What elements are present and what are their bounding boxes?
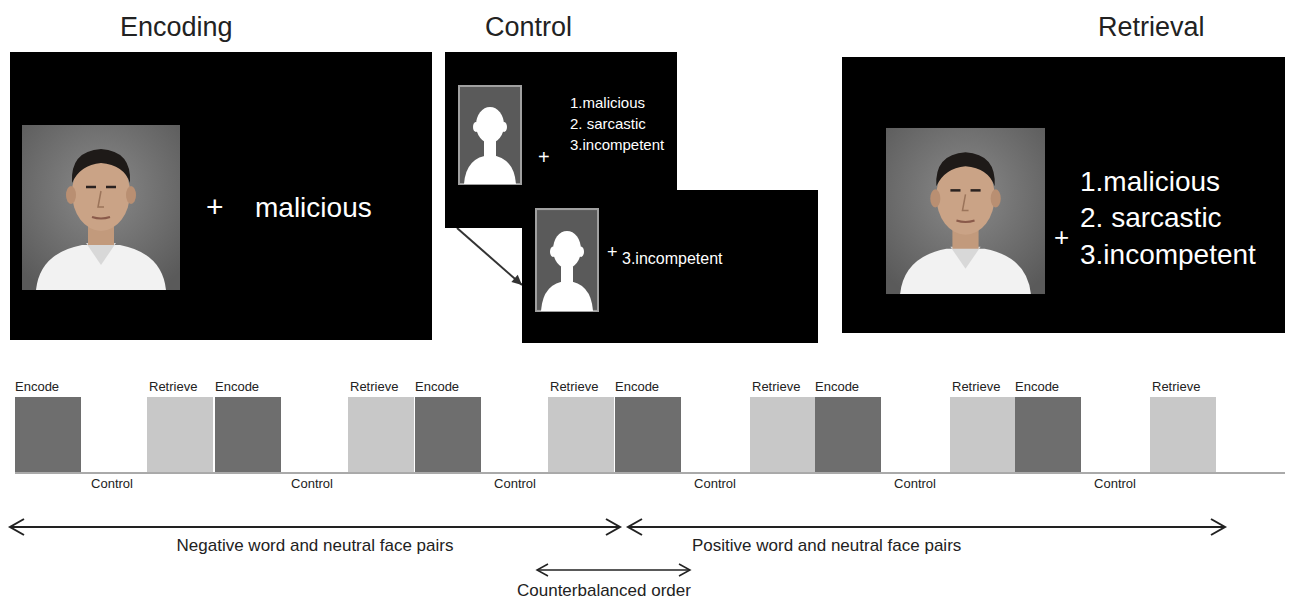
- fixation-cross: +: [607, 242, 618, 263]
- panel-heading: Retrieve: [350, 380, 398, 395]
- face-silhouette: [458, 85, 522, 185]
- face-silhouette: [535, 208, 599, 312]
- fixation-cross: +: [206, 190, 224, 225]
- panel-heading: Retrieve: [550, 380, 598, 395]
- word-text: 1.malicious: [570, 94, 645, 111]
- range-label: Positive word and neutral face pairs: [692, 536, 961, 556]
- panel-heading: Encode: [1015, 380, 1059, 395]
- panel-heading: Encode: [415, 380, 459, 395]
- word-text: 3.incompetent: [570, 136, 664, 153]
- retrieve-block: Retrieve: [548, 397, 614, 472]
- retrieve-block: Retrieve: [147, 397, 213, 472]
- range-arrow: [537, 564, 690, 576]
- panel-heading: Retrieval: [1098, 12, 1205, 43]
- face-photo: [886, 127, 1045, 295]
- word-text: 2. sarcastic: [1080, 202, 1222, 234]
- range-arrow: [628, 519, 1225, 535]
- phase-label: Control: [291, 477, 333, 492]
- panel-heading: Encode: [815, 380, 859, 395]
- retrieve-block: Retrieve: [750, 397, 816, 472]
- phase-label: Control: [694, 477, 736, 492]
- encode-block: Encode: [1015, 397, 1081, 472]
- encode-block: Encode: [415, 397, 481, 472]
- panel-heading: Retrieve: [149, 380, 197, 395]
- encode-block: Encode: [215, 397, 281, 472]
- encode-block: Encode: [815, 397, 881, 472]
- encode-block: Encode: [15, 397, 81, 472]
- panel-heading: Retrieve: [952, 380, 1000, 395]
- range-arrow: [10, 519, 620, 535]
- fixation-cross: +: [538, 146, 550, 169]
- range-label: Counterbalanced order: [517, 581, 691, 601]
- phase-label: Control: [91, 477, 133, 492]
- panel-heading: Retrieve: [1152, 380, 1200, 395]
- word-text: 3.incompetent: [622, 250, 723, 268]
- panel-heading: Encoding: [120, 12, 233, 43]
- phase-label: Control: [1094, 477, 1136, 492]
- phase-label: Control: [494, 477, 536, 492]
- panel-heading: Encode: [615, 380, 659, 395]
- panel-heading: Encode: [15, 380, 59, 395]
- word-text: 1.malicious: [1080, 166, 1220, 198]
- panel-heading: Retrieve: [752, 380, 800, 395]
- phase-label: Control: [894, 477, 936, 492]
- word-text: malicious: [255, 192, 372, 224]
- word-text: 3.incompetent: [1080, 239, 1256, 271]
- retrieve-block: Retrieve: [1150, 397, 1216, 472]
- word-text: 2. sarcastic: [570, 115, 646, 132]
- panel-heading: Encode: [215, 380, 259, 395]
- retrieve-block: Retrieve: [348, 397, 414, 472]
- fixation-cross: +: [1054, 223, 1069, 253]
- timeline-axis: [15, 473, 1285, 474]
- retrieve-block: Retrieve: [950, 397, 1016, 472]
- range-label: Negative word and neutral face pairs: [177, 536, 454, 556]
- face-photo: [22, 125, 180, 290]
- encode-block: Encode: [615, 397, 681, 472]
- flow-arrow: [457, 228, 522, 285]
- panel-heading: Control: [485, 12, 572, 43]
